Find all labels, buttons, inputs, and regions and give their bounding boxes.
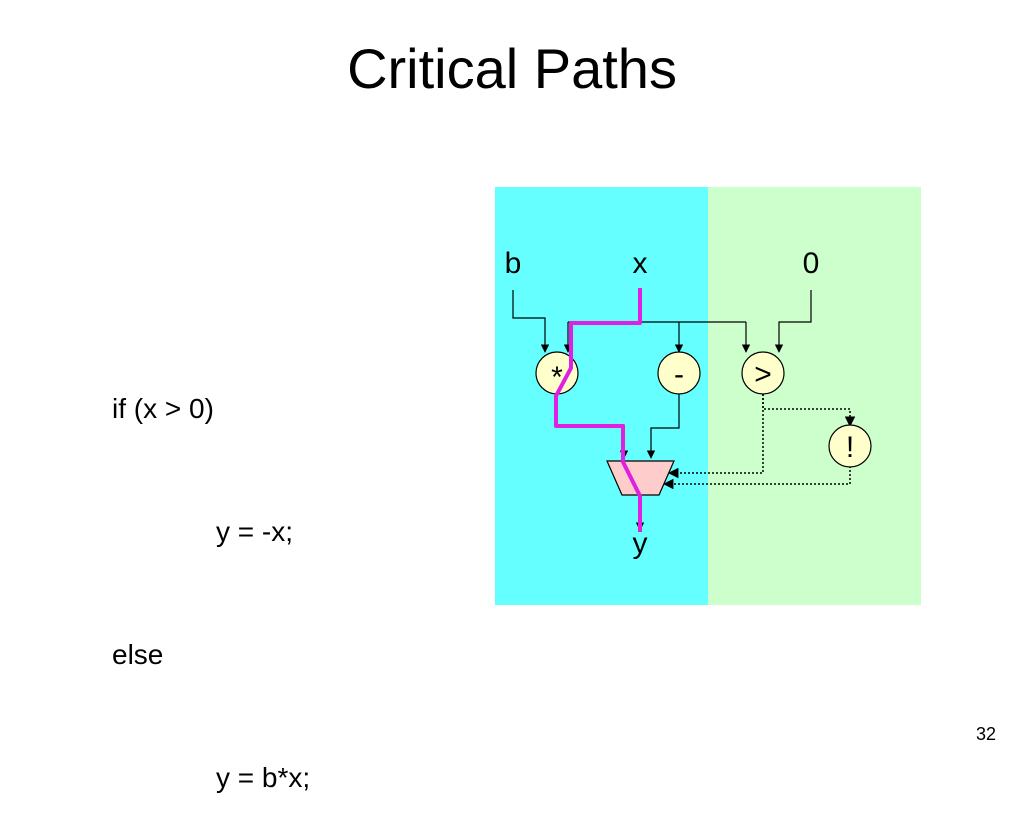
not-op-label: !: [846, 431, 854, 464]
slide-title: Critical Paths: [347, 37, 677, 100]
negate-node: -: [657, 351, 701, 395]
input-b-label: b: [505, 247, 522, 280]
wire-b-to-multiply: [512, 290, 550, 353]
dataflow-diagram: b x 0 * - > ! y: [495, 187, 921, 605]
wire-not-to-mux: [662, 466, 851, 490]
wire-zero-to-compare: [774, 290, 812, 353]
compare-op-label: >: [754, 358, 772, 391]
multiplexer: [606, 460, 675, 496]
negate-op-label: -: [674, 358, 684, 391]
wire-negate-to-mux: [646, 394, 680, 459]
code-line-then: y = -x;: [216, 516, 294, 547]
code-line-else: else: [112, 639, 164, 670]
wire-compare-to-mux: [667, 394, 764, 479]
code-line-if: if (x > 0): [112, 393, 214, 424]
compare-node: >: [741, 351, 785, 395]
right-region: [708, 187, 921, 605]
page-number: 32: [975, 724, 996, 744]
output-y-label: y: [633, 527, 648, 560]
input-zero-label: 0: [803, 247, 820, 280]
input-x-label: x: [633, 247, 648, 280]
left-region: [495, 187, 708, 605]
not-node: !: [828, 424, 872, 468]
critical-path: [554, 288, 642, 532]
